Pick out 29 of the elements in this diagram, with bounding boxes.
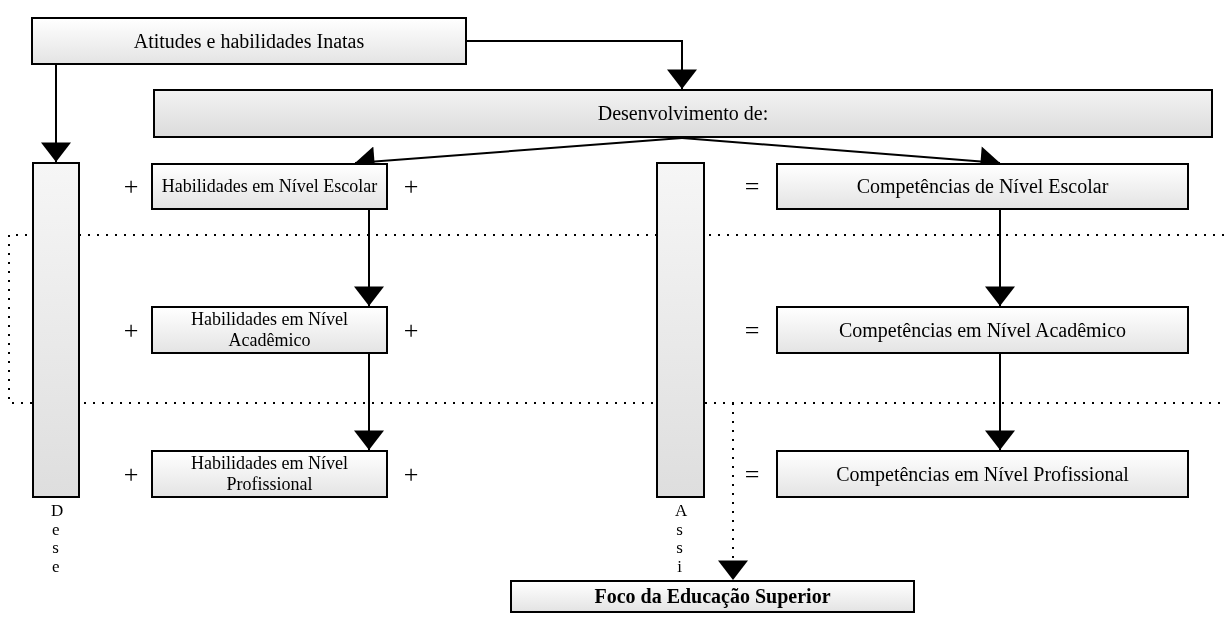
operator-sign: + xyxy=(122,174,140,200)
text-box: Habilidades em Nível Profissional xyxy=(151,450,388,498)
arrow xyxy=(718,402,748,581)
text-box: Foco da Educação Superior xyxy=(510,580,915,613)
vertical-bar xyxy=(32,162,80,498)
arrow xyxy=(985,209,1015,307)
arrow xyxy=(354,353,384,451)
operator-sign: + xyxy=(402,174,420,200)
operator-sign: + xyxy=(122,462,140,488)
vertical-text: Assi xyxy=(675,502,685,577)
operator-sign: + xyxy=(402,318,420,344)
arrow xyxy=(466,40,697,90)
operator-sign: + xyxy=(402,462,420,488)
vertical-bar xyxy=(656,162,705,498)
operator-sign: = xyxy=(743,318,761,344)
text-box: Competências em Nível Acadêmico xyxy=(776,306,1189,354)
arrow xyxy=(354,209,384,307)
arrow xyxy=(985,353,1015,451)
operator-sign: = xyxy=(743,174,761,200)
text-box: Habilidades em Nível Escolar xyxy=(151,163,388,210)
operator-sign: = xyxy=(743,462,761,488)
operator-sign: + xyxy=(122,318,140,344)
text-box: Competências em Nível Profissional xyxy=(776,450,1189,498)
arrow xyxy=(41,64,71,163)
heading-band: Desenvolvimento de: xyxy=(153,89,1213,138)
text-box: Atitudes e habilidades Inatas xyxy=(31,17,467,65)
vertical-text: Dese xyxy=(51,502,61,577)
text-box: Competências de Nível Escolar xyxy=(776,163,1189,210)
text-box: Habilidades em Nível Acadêmico xyxy=(151,306,388,354)
